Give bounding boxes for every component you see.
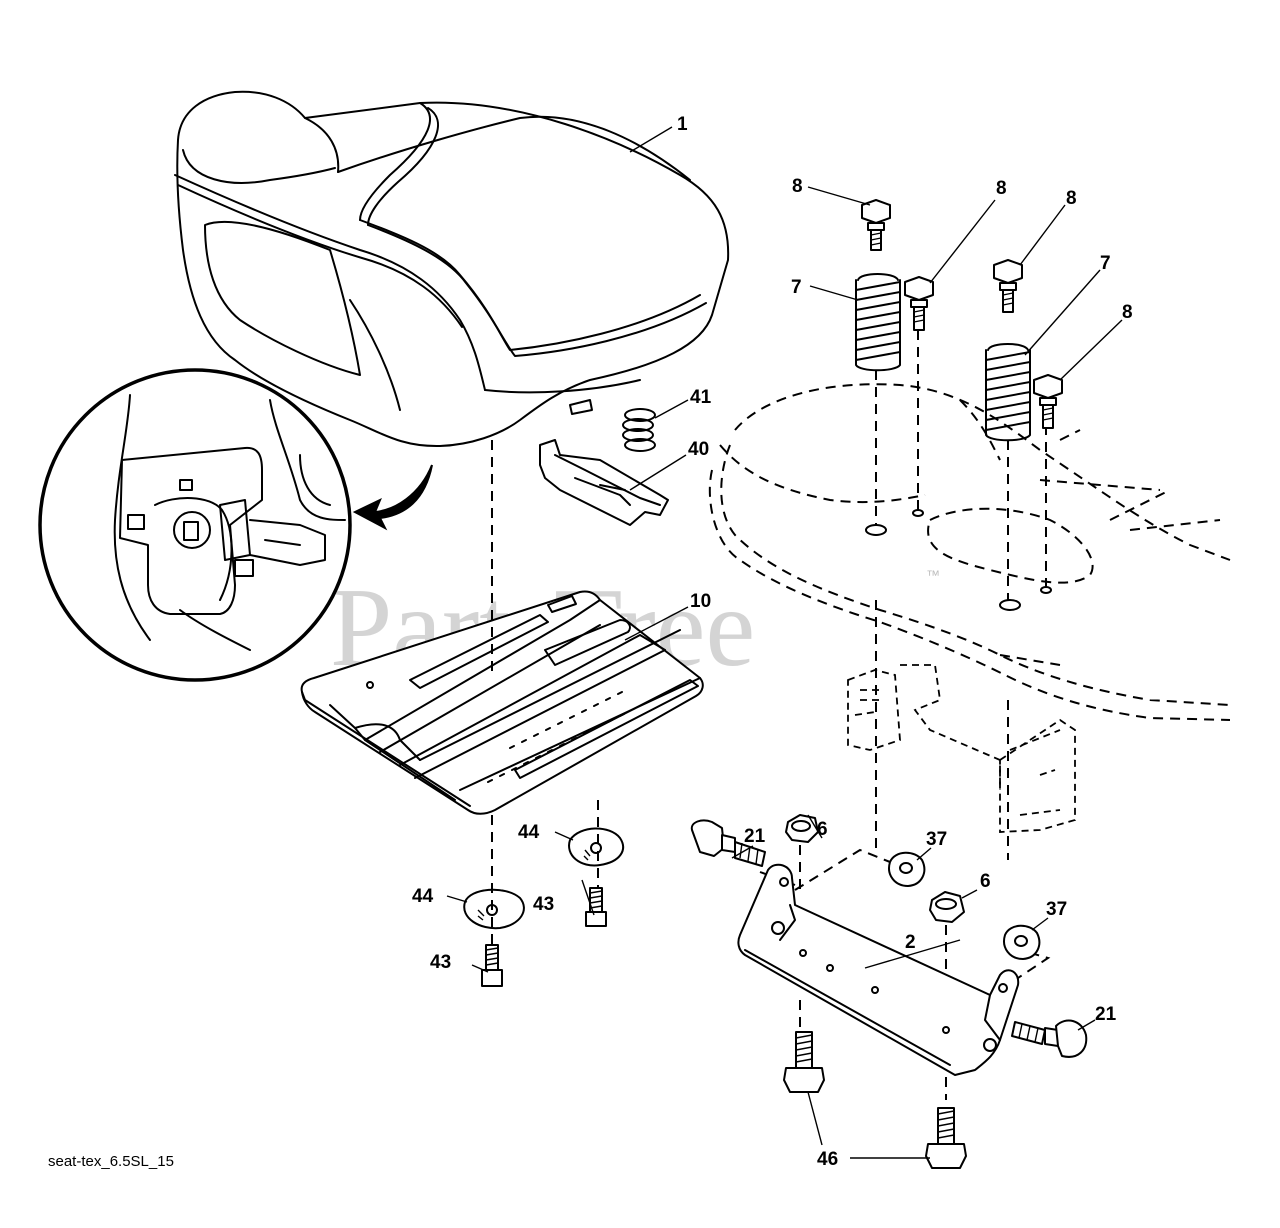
callout-7-left: 7 (791, 277, 802, 298)
bolt-8-a-part[interactable] (861, 199, 891, 251)
assembly-lines-left (491, 440, 599, 945)
washer-37-top-part[interactable] (888, 851, 926, 887)
clip-part[interactable] (539, 439, 669, 526)
detail-inset (38, 368, 433, 682)
callout-8-b: 8 (996, 178, 1007, 199)
bolt-21-left-part[interactable] (690, 819, 766, 867)
washer-37-bottom-part[interactable] (1003, 924, 1041, 960)
bolt-8-b-part[interactable] (904, 276, 934, 331)
callout-1: 1 (677, 114, 688, 135)
callout-6-left: 6 (817, 819, 828, 840)
bolt-8-d-part[interactable] (1033, 374, 1063, 429)
callout-44-left: 44 (412, 886, 434, 907)
assembly-lines-right (759, 330, 1051, 1100)
watermark-trademark: ™ (926, 567, 940, 583)
callout-7-right: 7 (1100, 253, 1111, 274)
bracket-part[interactable] (737, 863, 1020, 1076)
callout-2: 2 (905, 932, 916, 953)
frame-outline (708, 383, 1231, 833)
callout-21-right: 21 (1095, 1004, 1117, 1025)
washer-44-left-part[interactable] (463, 888, 525, 930)
washer-44-right-part[interactable] (568, 827, 625, 867)
bolt-8-c-part[interactable] (993, 259, 1023, 313)
callout-43-left: 43 (430, 952, 451, 973)
leader-lines (446, 126, 1123, 1159)
nut-6-left-part[interactable] (785, 814, 819, 843)
callout-6-right: 6 (980, 871, 991, 892)
callout-21-left: 21 (744, 826, 766, 847)
bolt-46-right-part[interactable] (925, 1107, 967, 1169)
callout-44-right: 44 (518, 822, 540, 843)
spring-left-part[interactable] (855, 273, 901, 372)
callout-43-right: 43 (533, 894, 554, 915)
small-spring-part[interactable] (622, 408, 656, 452)
callout-46: 46 (817, 1149, 838, 1170)
seat-part[interactable] (174, 90, 730, 448)
screw-43-right-part[interactable] (585, 887, 607, 927)
callout-8-a: 8 (792, 176, 803, 197)
callout-37-bottom: 37 (1046, 899, 1067, 920)
nut-6-right-part[interactable] (929, 891, 965, 923)
callout-8-c: 8 (1066, 188, 1077, 209)
callout-41: 41 (690, 387, 712, 408)
callout-10: 10 (690, 591, 711, 612)
bolt-46-left-part[interactable] (783, 1031, 825, 1093)
bolt-21-right-part[interactable] (1011, 1019, 1088, 1058)
callout-37-top: 37 (926, 829, 947, 850)
adjustment-slots (487, 691, 625, 783)
callout-labels: 1 8 8 8 8 7 7 41 40 10 2 6 6 37 37 21 21… (412, 114, 1133, 1170)
spring-right-part[interactable] (985, 343, 1031, 442)
callout-40: 40 (688, 439, 709, 460)
screw-43-left-part[interactable] (481, 944, 503, 987)
seat-pan-part[interactable] (300, 590, 704, 815)
drawing-caption: seat-tex_6.5SL_15 (48, 1153, 174, 1170)
callout-8-d: 8 (1122, 302, 1133, 323)
